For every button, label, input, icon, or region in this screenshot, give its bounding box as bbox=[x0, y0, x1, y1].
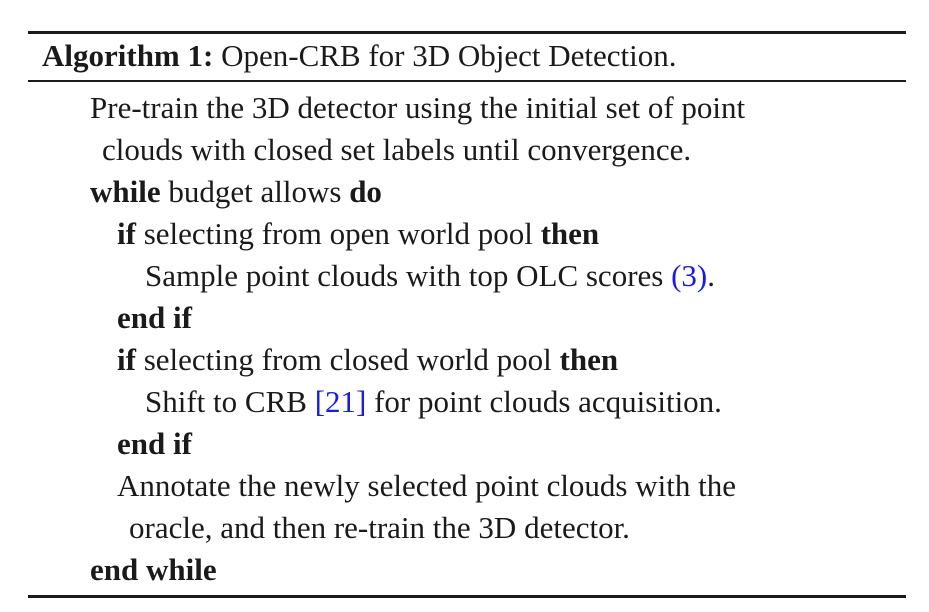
algorithm-title: Open-CRB for 3D Object Detection. bbox=[221, 38, 677, 73]
algorithm-header: Algorithm 1: Open-CRB for 3D Object Dete… bbox=[28, 34, 906, 80]
shift-end: for point clouds acquisition. bbox=[366, 384, 722, 419]
if-closed-line: if selecting from closed world pool then bbox=[28, 339, 906, 381]
citation-ref-link[interactable]: [21] bbox=[314, 384, 367, 419]
algorithm-box: Algorithm 1: Open-CRB for 3D Object Dete… bbox=[28, 31, 906, 598]
end-while-line: end while bbox=[90, 552, 217, 587]
annotate-line-1: Annotate the newly selected point clouds… bbox=[117, 468, 736, 503]
sample-end: . bbox=[707, 258, 715, 293]
if-open-line: if selecting from open world pool then bbox=[28, 213, 906, 255]
shift-text: Shift to CRB bbox=[145, 384, 315, 419]
annotate-line-2: oracle, and then re-train the 3D detecto… bbox=[129, 510, 630, 545]
sample-text: Sample point clouds with top OLC scores bbox=[145, 258, 672, 293]
end-if-line: end if bbox=[117, 300, 192, 335]
sample-line: Sample point clouds with top OLC scores … bbox=[28, 255, 906, 297]
while-line: while budget allows do bbox=[28, 171, 906, 213]
then-keyword: then bbox=[559, 342, 619, 377]
if-keyword: if bbox=[117, 216, 136, 251]
algorithm-label: Algorithm 1: bbox=[42, 38, 214, 73]
algorithm-body: Pre-train the 3D detector using the init… bbox=[28, 82, 906, 591]
pretrain-line-1: Pre-train the 3D detector using the init… bbox=[90, 90, 746, 125]
end-if-line: end if bbox=[117, 426, 192, 461]
then-keyword: then bbox=[540, 216, 600, 251]
bottom-rule bbox=[28, 595, 906, 598]
top-rule bbox=[28, 31, 906, 34]
shift-line: Shift to CRB [21] for point clouds acqui… bbox=[28, 381, 906, 423]
pretrain-line-2: clouds with closed set labels until conv… bbox=[102, 132, 692, 167]
while-keyword: while bbox=[90, 174, 161, 209]
while-condition: budget allows bbox=[160, 174, 350, 209]
if-keyword: if bbox=[117, 342, 136, 377]
equation-ref-link[interactable]: (3) bbox=[671, 258, 708, 293]
if-open-condition: selecting from open world pool bbox=[135, 216, 541, 251]
do-keyword: do bbox=[349, 174, 382, 209]
if-closed-condition: selecting from closed world pool bbox=[135, 342, 560, 377]
header-rule bbox=[28, 80, 906, 82]
